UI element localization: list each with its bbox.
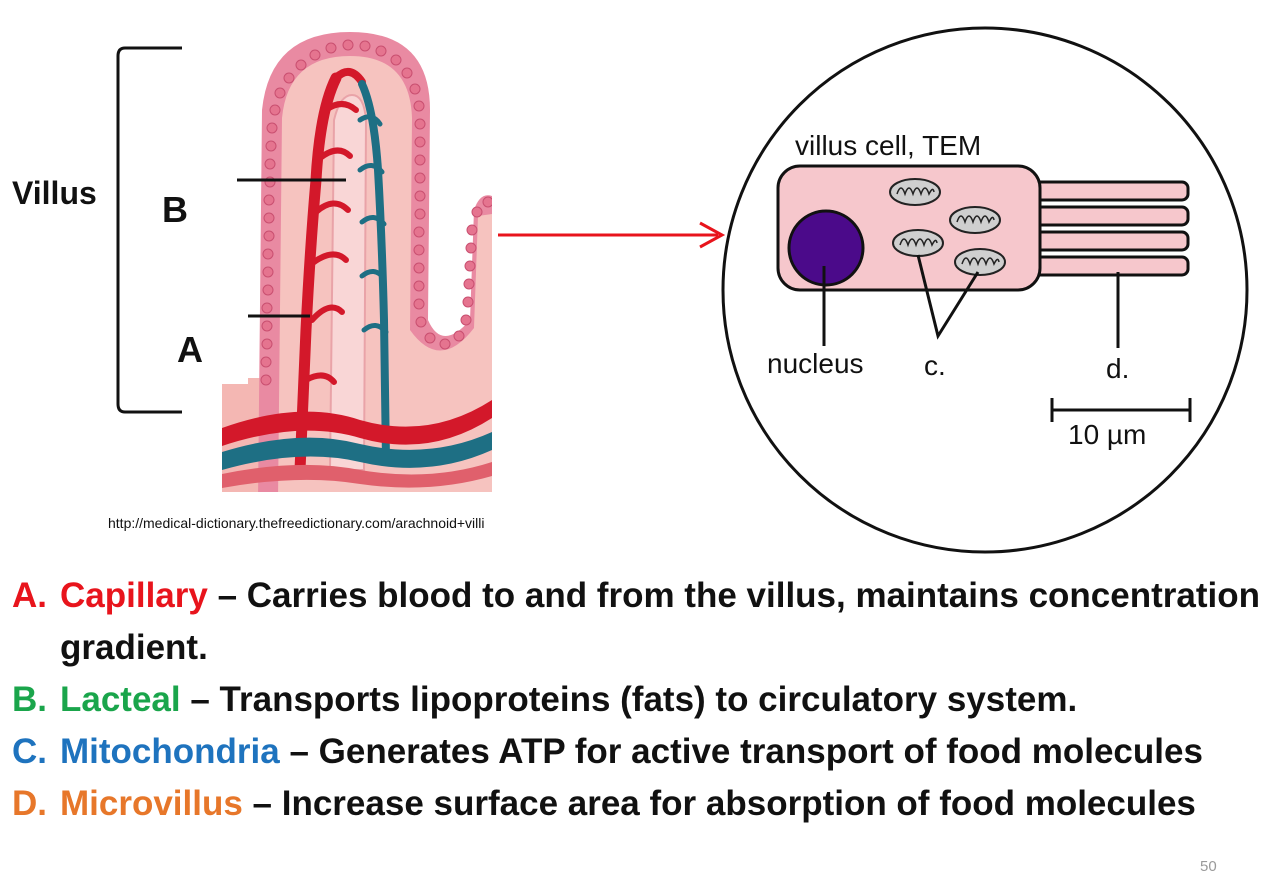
capillary-network (294, 68, 366, 476)
d-label: d. (1106, 353, 1129, 384)
scale-bar (1050, 398, 1192, 422)
scale-label: 10 µm (1068, 419, 1146, 450)
label-a: A (177, 329, 203, 370)
definition-term: Mitochondria (60, 732, 280, 771)
slide-number: 50 (1200, 858, 1217, 875)
leader-line-c (916, 254, 980, 340)
villus-bracket (116, 46, 182, 414)
definitions-list: A. Capillary – Carries blood to and from … (12, 570, 1282, 830)
vein-bottom (222, 432, 492, 470)
definition-letter: C. (12, 732, 47, 771)
c-label: c. (924, 350, 946, 381)
definition-letter: B. (12, 680, 47, 719)
definition-mitochondria: C. Mitochondria – Generates ATP for activ… (12, 726, 1282, 778)
venule-network (357, 80, 390, 464)
definition-letter: A. (12, 576, 47, 615)
definition-text: – Transports lipoproteins (fats) to circ… (180, 680, 1078, 719)
definition-microvillus: D. Microvillus – Increase surface area fo… (12, 778, 1282, 830)
cell-title: villus cell, TEM (795, 130, 981, 161)
villus-illustration (222, 32, 492, 492)
definition-lacteal: B. Lacteal – Transports lipoproteins (fat… (12, 674, 1282, 726)
definition-term: Microvillus (60, 784, 243, 823)
villus-label: Villus (12, 175, 97, 211)
arrow-to-cell (498, 221, 726, 249)
definition-term: Lacteal (60, 680, 181, 719)
definition-text: – Increase surface area for absorption o… (242, 784, 1196, 823)
epithelial-cells (260, 39, 492, 386)
villus-diagram: Villus (12, 26, 1249, 554)
source-url: http://medical-dictionary.thefreediction… (108, 515, 485, 531)
definition-term: Capillary (60, 576, 208, 615)
label-b: B (162, 189, 188, 230)
label-box-b (133, 118, 237, 288)
microvilli (1028, 180, 1190, 277)
definition-letter: D. (12, 784, 47, 823)
definition-text: – Generates ATP for active transport of … (279, 732, 1203, 771)
nucleus (787, 209, 865, 287)
label-box-a (133, 296, 248, 384)
nucleus-label: nucleus (767, 348, 864, 379)
definition-text: – Carries blood to and from the villus, … (60, 576, 1260, 667)
mitochondria (889, 178, 1006, 276)
artery-bottom (222, 400, 492, 446)
definition-capillary: A. Capillary – Carries blood to and from … (12, 570, 1282, 674)
